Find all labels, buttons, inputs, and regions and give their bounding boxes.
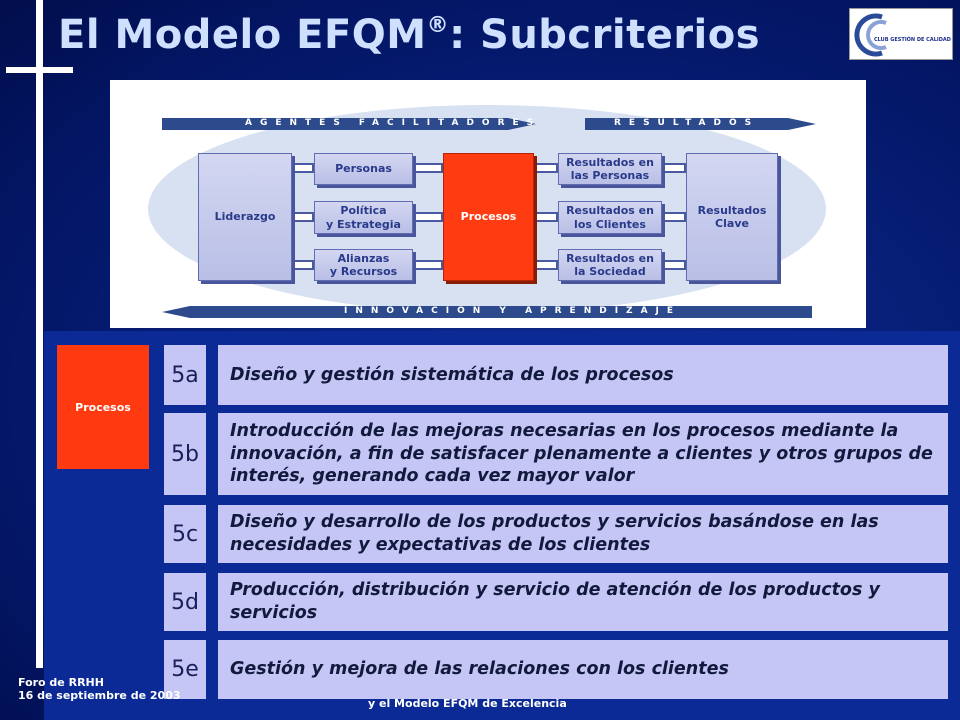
box-resultados-sociedad: Resultados en la Sociedad: [558, 249, 662, 281]
box-resultados-clientes: Resultados en los Clientes: [558, 201, 662, 234]
box-resultados-personas: Resultados en las Personas: [558, 153, 662, 185]
subcriterion-description: Introducción de las mejoras necesarias e…: [218, 413, 948, 495]
connector: [413, 212, 443, 222]
subcriterion-code: 5d: [164, 573, 206, 631]
box-procesos: Procesos: [443, 153, 534, 281]
connector: [292, 212, 314, 222]
band-innovacion-aprendizaje: INNOVACION Y APRENDIZAJE: [344, 306, 682, 316]
connector: [662, 163, 686, 173]
band-agentes-facilitadores: AGENTES FACILITADORES: [245, 118, 542, 128]
box-politica-estrategia: Política y Estrategia: [314, 201, 413, 234]
box-liderazgo: Liderazgo: [198, 153, 292, 281]
footer-left: Foro de RRHH 16 de septiembre de 2003: [18, 676, 181, 703]
slide-title: El Modelo EFQM®: Subcriterios: [58, 12, 761, 58]
logo-mark-icon: [854, 13, 887, 57]
box-resultados-clave: Resultados Clave: [686, 153, 778, 281]
subcriterion-description: Diseño y gestión sistemática de los proc…: [218, 345, 948, 405]
logo-text: CLUB GESTIÓN DE CALIDAD: [874, 37, 951, 43]
band-resultados: RESULTADOS: [614, 118, 760, 128]
connector: [413, 163, 443, 173]
connector: [662, 212, 686, 222]
connector: [534, 260, 558, 270]
connector: [292, 163, 314, 173]
subcriterion-code: 5b: [164, 413, 206, 495]
subcriterion-description: Gestión y mejora de las relaciones con l…: [218, 640, 948, 699]
decorative-horizontal-line: [43, 67, 73, 73]
connector: [534, 212, 558, 222]
club-gestion-calidad-logo: CLUB GESTIÓN DE CALIDAD: [849, 8, 953, 60]
decorative-horizontal-line: [6, 67, 38, 73]
subcriterion-code: 5c: [164, 505, 206, 563]
subcriterion-description: Producción, distribución y servicio de a…: [218, 573, 948, 631]
criterion-procesos-box: Procesos: [57, 345, 149, 469]
subcriterion-description: Diseño y desarrollo de los productos y s…: [218, 505, 948, 563]
subcriterion-code: 5a: [164, 345, 206, 405]
connector: [292, 260, 314, 270]
decorative-vertical-line: [36, 0, 43, 668]
connector: [413, 260, 443, 270]
box-personas: Personas: [314, 153, 413, 185]
subcriterion-code: 5e: [164, 640, 206, 699]
footer-center: y el Modelo EFQM de Excelencia: [368, 697, 567, 710]
box-alianzas-recursos: Alianzas y Recursos: [314, 249, 413, 281]
connector: [534, 163, 558, 173]
connector: [662, 260, 686, 270]
